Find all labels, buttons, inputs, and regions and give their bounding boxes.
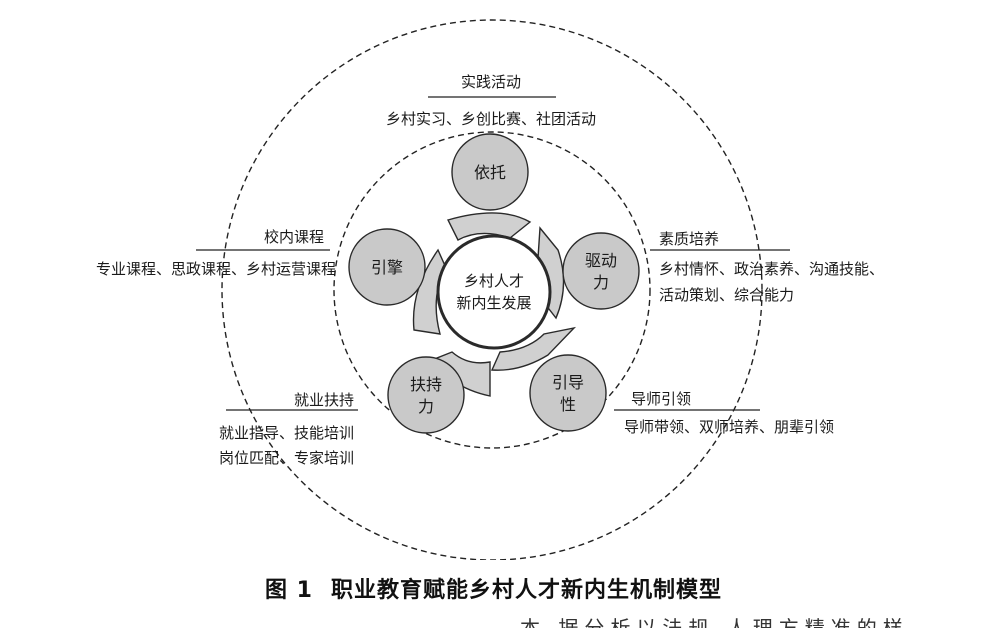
group-employment: 就业扶持 就业指导、技能培训 岗位匹配、专家培训 — [219, 391, 358, 467]
group-mentor-title: 导师引领 — [631, 390, 691, 408]
node-right: 驱动 力 — [562, 232, 640, 310]
center-circle — [436, 234, 552, 350]
group-quality-item-1: 乡村情怀、政治素养、沟通技能、 — [659, 260, 884, 278]
node-top: 依托 — [451, 133, 529, 211]
pinwheel-segment-1 — [446, 212, 532, 241]
node-bottom-right-label-line1: 引导 — [552, 373, 584, 392]
figure-caption: 图 1 职业教育赋能乡村人才新内生机制模型 — [0, 572, 987, 604]
node-bottom-right: 引导 性 — [529, 354, 607, 432]
mechanism-diagram: 乡村人才 新内生发展 依托 引擎 驱动 力 扶持 力 引导 性 实践活动 乡村实… — [96, 19, 884, 560]
group-mentor: 导师引领 导师带领、双师培养、朋辈引领 — [614, 390, 834, 436]
node-bottom-right-label-line2: 性 — [560, 395, 576, 414]
group-quality-title: 素质培养 — [659, 230, 719, 248]
figure-number: 图 1 — [265, 578, 313, 603]
node-right-label-line2: 力 — [593, 273, 609, 292]
group-employment-item-1: 就业指导、技能培训 — [219, 424, 354, 442]
node-bottom-left-label-line2: 力 — [418, 397, 434, 416]
node-bottom-left: 扶持 力 — [387, 356, 465, 434]
group-courses: 校内课程 专业课程、思政课程、乡村运营课程 — [96, 228, 336, 278]
node-bottom-left-label-line1: 扶持 — [410, 375, 442, 394]
node-left: 引擎 — [348, 228, 426, 306]
group-quality: 素质培养 乡村情怀、政治素养、沟通技能、 活动策划、综合能力 — [650, 230, 884, 304]
node-left-label: 引擎 — [371, 258, 403, 277]
center-label-line2: 新内生发展 — [456, 294, 531, 312]
group-practice: 实践活动 乡村实习、乡创比赛、社团活动 — [386, 73, 596, 128]
node-right-label-line1: 驱动 — [585, 251, 617, 270]
outer-dashed-circle — [221, 19, 763, 560]
group-employment-item-2: 岗位匹配、专家培训 — [219, 449, 354, 467]
group-mentor-item-1: 导师带领、双师培养、朋辈引领 — [624, 418, 834, 436]
group-courses-item-1: 专业课程、思政课程、乡村运营课程 — [96, 260, 336, 278]
group-practice-title: 实践活动 — [461, 73, 521, 91]
pinwheel-segment-5 — [412, 248, 447, 335]
footer-fragment: 本 据分析以法规 人理方精准的样 — [520, 616, 909, 628]
center-label-line1: 乡村人才 — [464, 272, 524, 290]
inner-dashed-circle — [333, 131, 651, 449]
group-employment-title: 就业扶持 — [294, 391, 354, 409]
group-practice-item-1: 乡村实习、乡创比赛、社团活动 — [386, 110, 596, 128]
pinwheel-segment-3 — [490, 326, 577, 371]
group-courses-title: 校内课程 — [264, 228, 324, 246]
figure-title: 职业教育赋能乡村人才新内生机制模型 — [330, 578, 722, 603]
group-quality-item-2: 活动策划、综合能力 — [659, 286, 794, 304]
node-top-label: 依托 — [474, 163, 506, 182]
